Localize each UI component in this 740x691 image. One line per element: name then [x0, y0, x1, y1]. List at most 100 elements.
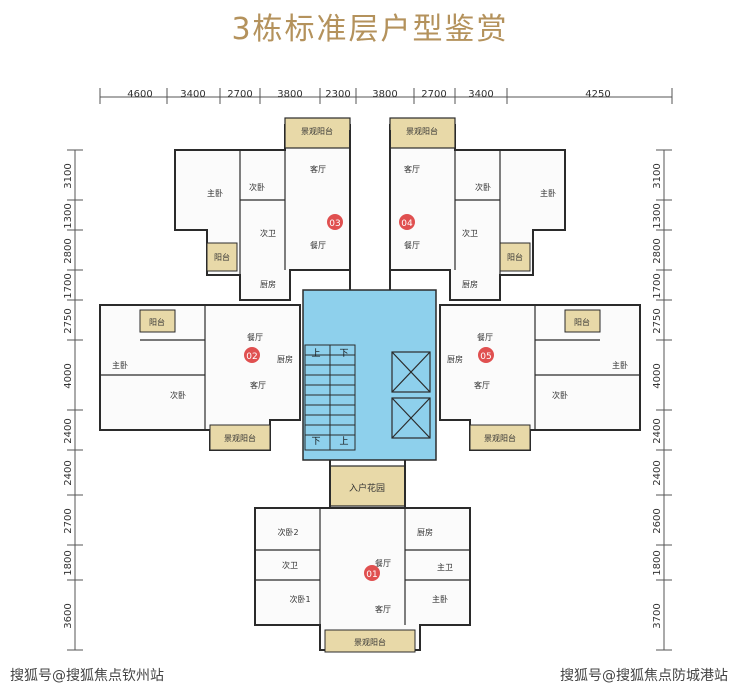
unit-03: 景观阳台 阳台 主卧 次卧 客厅 餐厅 厨房 次卫 03	[174, 117, 351, 301]
left-dim-label: 1300	[63, 203, 74, 228]
top-dim-label: 2700	[227, 89, 252, 100]
unit-number-badge: 05	[480, 352, 491, 362]
stair-up-label: 上	[311, 348, 320, 359]
unit-number-badge: 01	[366, 570, 377, 580]
left-dim-label: 1800	[63, 550, 74, 575]
unit-05: 阳台 景观阳台 主卧 次卧 客厅 餐厅 厨房 05	[439, 304, 641, 451]
top-dim-label: 2300	[325, 89, 350, 100]
balcony-view-label: 景观阳台	[224, 433, 256, 443]
stair-down-label: 下	[311, 437, 320, 447]
dining-room-label: 餐厅	[404, 241, 420, 250]
master-bedroom-label: 主卧	[112, 360, 128, 370]
toilet-label: 次卫	[462, 228, 478, 238]
top-dim-label: 2700	[421, 89, 446, 100]
page-title: 3栋标准层户型鉴赏	[231, 12, 509, 47]
dining-room-label: 餐厅	[375, 559, 391, 568]
left-dim-label: 4000	[63, 363, 74, 388]
balcony-label: 阳台	[574, 317, 590, 327]
bedroom-label: 次卧	[170, 390, 186, 400]
right-dimension-labels: 3100 1300 2800 1700 2750 4000 2400 2400 …	[652, 163, 663, 628]
balcony-label: 阳台	[214, 252, 230, 262]
living-room-label: 客厅	[404, 164, 420, 174]
master-bedroom-label: 主卧	[207, 188, 223, 198]
left-dim-label: 3100	[63, 163, 74, 188]
unit-04: 景观阳台 阳台 主卧 次卧 客厅 餐厅 厨房 次卫 04	[389, 117, 566, 301]
kitchen-label: 厨房	[260, 279, 276, 289]
living-room-label: 客厅	[310, 164, 326, 174]
right-dim-label: 2400	[652, 418, 663, 443]
kitchen-label: 厨房	[277, 354, 293, 364]
right-dimension-line	[656, 149, 672, 651]
kitchen-label: 厨房	[462, 279, 478, 289]
top-dim-label: 3400	[468, 89, 493, 100]
living-room-label: 客厅	[375, 604, 391, 614]
unit-number-badge: 04	[401, 219, 413, 229]
top-dimension-labels: 4600 3400 2700 3800 2300 3800 2700 3400 …	[127, 89, 610, 100]
corridor-walls	[329, 130, 406, 508]
bedroom-2-label: 次卧2	[277, 527, 298, 537]
stairwell	[304, 344, 356, 451]
right-dim-label: 1800	[652, 550, 663, 575]
right-dim-label: 2750	[652, 308, 663, 333]
kitchen-label: 厨房	[447, 354, 463, 364]
top-dim-label: 3800	[277, 89, 302, 100]
top-dim-label: 4250	[585, 89, 610, 100]
right-dim-label: 3100	[652, 163, 663, 188]
entry-garden-label: 入户花园	[349, 482, 385, 494]
right-dim-label: 4000	[652, 363, 663, 388]
left-dim-label: 1700	[63, 273, 74, 298]
left-dim-label: 2750	[63, 308, 74, 333]
unit-01: 景观阳台 次卧2 次卧1 主卧 客厅 餐厅 厨房 主卫 次卫 01	[254, 507, 471, 653]
bedroom-label: 次卧	[552, 390, 568, 400]
stair-up-label: 上	[339, 436, 348, 447]
left-dim-label: 2700	[63, 508, 74, 533]
entry-garden: 入户花园	[329, 465, 406, 507]
unit-02: 阳台 景观阳台 主卧 次卧 客厅 餐厅 厨房 02	[99, 304, 301, 451]
living-room-label: 客厅	[474, 380, 490, 390]
bedroom-label: 次卧	[249, 182, 265, 192]
master-bedroom-label: 主卧	[432, 594, 448, 604]
left-dim-label: 2400	[63, 460, 74, 485]
watermark-right: 搜狐号@搜狐焦点防城港站	[560, 668, 728, 684]
bedroom-label: 次卧	[475, 182, 491, 192]
bathroom-label: 主卫	[437, 562, 453, 572]
dining-room-label: 餐厅	[477, 333, 493, 342]
master-bedroom-label: 主卧	[540, 188, 556, 198]
stair-labels: 上 下 下 上	[311, 348, 348, 447]
balcony-view-label: 景观阳台	[484, 433, 516, 443]
balcony-label: 阳台	[507, 252, 523, 262]
left-dim-label: 2800	[63, 238, 74, 263]
balcony-view-label: 景观阳台	[354, 637, 386, 647]
living-room-label: 客厅	[250, 380, 266, 390]
stair-down-label: 下	[339, 349, 348, 359]
left-dimension-labels: 3100 1300 2800 1700 2750 4000 2400 2400 …	[63, 163, 74, 628]
dining-room-label: 餐厅	[310, 241, 326, 250]
toilet-label: 次卫	[260, 228, 276, 238]
right-dim-label: 2800	[652, 238, 663, 263]
watermark-left: 搜狐号@搜狐焦点钦州站	[10, 668, 164, 684]
bedroom-1-label: 次卧1	[289, 594, 310, 604]
unit-number-badge: 03	[329, 219, 340, 229]
left-dim-label: 2400	[63, 418, 74, 443]
left-dim-label: 3600	[63, 603, 74, 628]
elevators	[391, 351, 431, 439]
unit-number-badge: 02	[246, 352, 257, 362]
balcony-view-label: 景观阳台	[301, 126, 333, 136]
right-dim-label: 2400	[652, 460, 663, 485]
balcony-view-label: 景观阳台	[406, 126, 438, 136]
top-dim-label: 4600	[127, 89, 152, 100]
right-dim-label: 1300	[652, 203, 663, 228]
top-dimension-line	[99, 88, 673, 104]
top-dim-label: 3800	[372, 89, 397, 100]
toilet-label: 次卫	[282, 560, 298, 570]
kitchen-label: 厨房	[417, 527, 433, 537]
top-dim-label: 3400	[180, 89, 205, 100]
left-dimension-line	[67, 149, 83, 651]
dining-room-label: 餐厅	[247, 333, 263, 342]
balcony-label: 阳台	[149, 317, 165, 327]
right-dim-label: 2600	[652, 508, 663, 533]
master-bedroom-label: 主卧	[612, 360, 628, 370]
right-dim-label: 3700	[652, 603, 663, 628]
right-dim-label: 1700	[652, 273, 663, 298]
